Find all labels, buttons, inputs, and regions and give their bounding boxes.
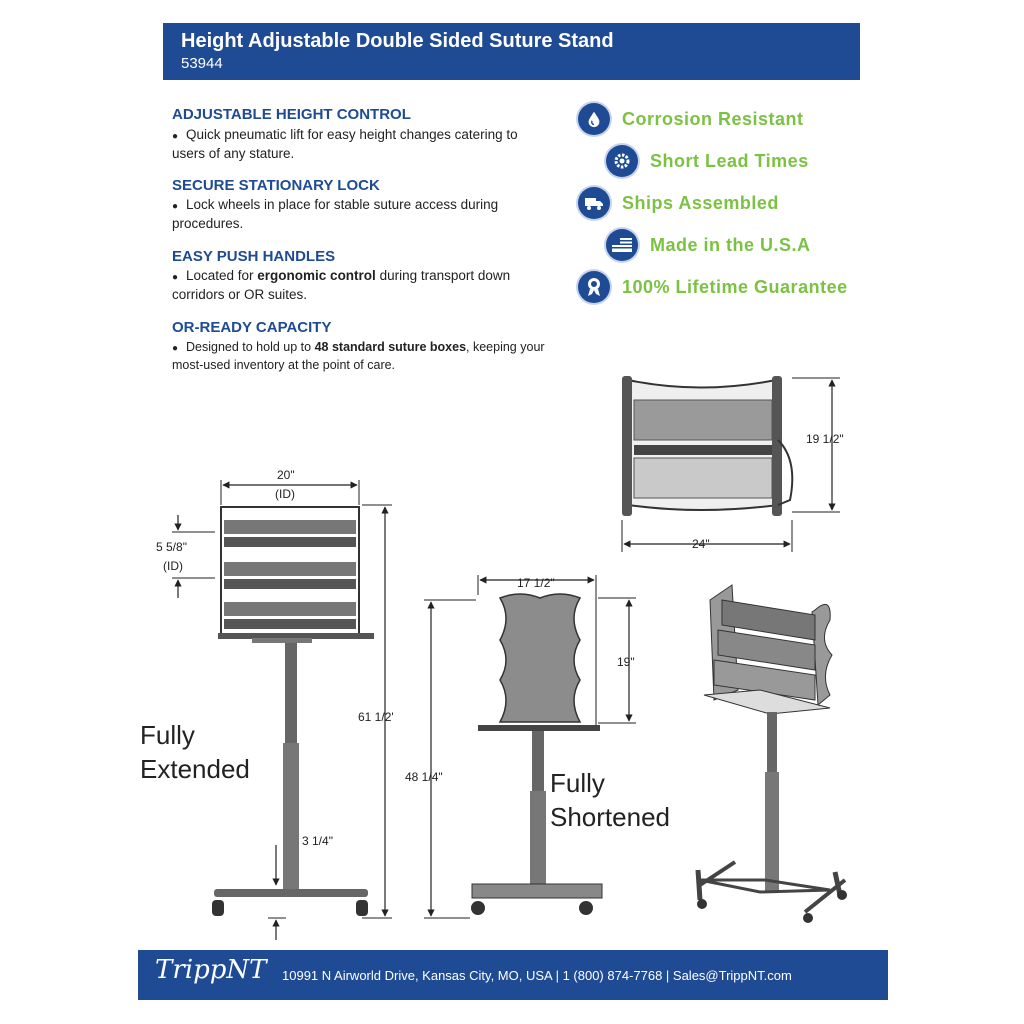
dim-id-width-note: (ID)	[275, 487, 295, 501]
feature-heading: OR-READY CAPACITY	[172, 319, 332, 336]
label-fully-shortened: Fully Shortened	[550, 768, 670, 832]
shortened-view-drawing	[424, 575, 636, 919]
feature-body: ●Located for ergonomic control during tr…	[172, 268, 511, 302]
badge-made-usa: Made in the U.S.A	[606, 229, 811, 261]
top-view-drawing	[621, 376, 840, 552]
dim-side-width: 17 1/2"	[517, 576, 555, 590]
feature-body: ●Quick pneumatic lift for easy height ch…	[172, 127, 518, 161]
brand-logo: TrippNT	[155, 955, 267, 985]
dim-top-height: 19 1/2"	[806, 432, 844, 446]
perspective-view-drawing	[695, 584, 847, 923]
label-fully-extended: Fully Extended	[140, 720, 250, 784]
model-number: 53944	[181, 55, 223, 72]
dim-side-height: 19"	[617, 655, 635, 669]
extended-view-drawing	[172, 480, 392, 940]
feature-body: ●Designed to hold up to 48 standard sutu…	[172, 340, 545, 372]
feature-body: ●Lock wheels in place for stable suture …	[172, 197, 499, 231]
dim-top-width: 24"	[692, 537, 710, 551]
truck-icon	[578, 187, 610, 219]
dim-shelf-gap: 5 5/8"	[156, 540, 187, 554]
dim-shelf-gap-note: (ID)	[163, 559, 183, 573]
dim-shortened-height: 48 1/4"	[405, 770, 443, 784]
flag-icon	[606, 229, 638, 261]
badge-corrosion: Corrosion Resistant	[578, 103, 804, 135]
dim-id-width: 20"	[277, 468, 295, 482]
feature-heading: EASY PUSH HANDLES	[172, 248, 336, 265]
droplet-icon	[578, 103, 610, 135]
dim-base-clearance: 3 1/4"	[302, 834, 333, 848]
feature-heading: SECURE STATIONARY LOCK	[172, 177, 380, 194]
dim-extended-height: 61 1/2'	[358, 710, 394, 724]
badge-lifetime-guarantee: 100% Lifetime Guarantee	[578, 271, 848, 303]
header-banner	[163, 23, 860, 80]
gear-icon	[606, 145, 638, 177]
page-title: Height Adjustable Double Sided Suture St…	[181, 30, 614, 52]
badge-ships-assembled: Ships Assembled	[578, 187, 779, 219]
badge-lead-times: Short Lead Times	[606, 145, 809, 177]
footer-contact: 10991 N Airworld Drive, Kansas City, MO,…	[282, 968, 792, 983]
footer-banner	[138, 950, 888, 1000]
ribbon-icon	[578, 271, 610, 303]
feature-heading: ADJUSTABLE HEIGHT CONTROL	[172, 106, 411, 123]
